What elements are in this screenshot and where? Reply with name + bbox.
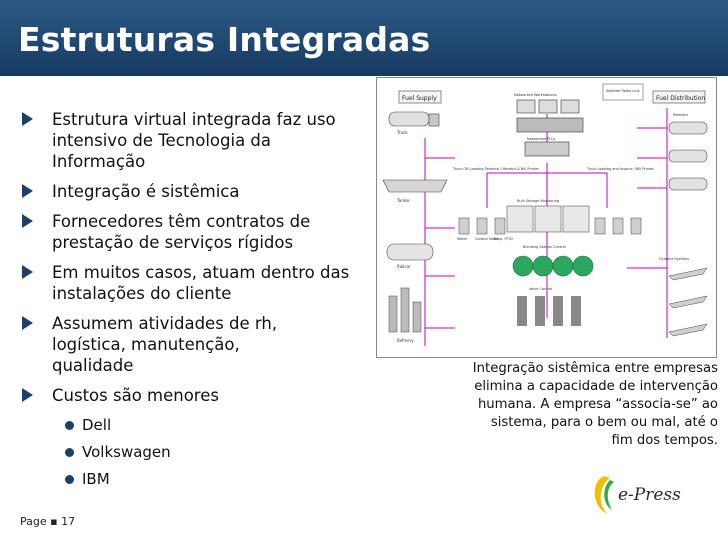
fuel-supply-box: [398, 90, 442, 104]
truck-label: Truck: [396, 130, 408, 135]
bullet-triangle-icon: [22, 388, 33, 402]
bullet-dot-icon: [65, 421, 74, 430]
bullet-item: Custos são menores: [18, 385, 360, 406]
legend-box: [602, 83, 644, 101]
link-lines: [424, 108, 668, 346]
fuel-distribution-label: Fuel Distribution: [656, 95, 705, 102]
bullet-triangle-icon: [22, 316, 33, 330]
bullet-item: Integração é sistêmica: [18, 181, 360, 202]
legend-label: Satellite Radio Link: [606, 89, 641, 93]
workstations: [516, 99, 584, 133]
plc-rack: [524, 141, 570, 157]
refinery-label: Refinery: [397, 338, 414, 343]
bullet-dot-icon: [65, 448, 74, 457]
title-bar: [0, 0, 728, 76]
sub-bullet-item: Dell: [18, 415, 360, 435]
fuel-supply-label: Fuel Supply: [402, 95, 437, 102]
control-valve-label: Control Valve: [475, 237, 498, 241]
diagram-svg: Fuel Supply Fuel Distribution Satellite …: [382, 83, 708, 346]
bullet-item: Estrutura virtual integrada faz uso inte…: [18, 109, 360, 172]
loading-left-label: Truck Off-Loading Terminal / Receipt & B…: [452, 167, 540, 171]
hydrant-label: Hydrant Systems: [659, 257, 689, 261]
valve-control-label: Valve Control: [529, 287, 552, 291]
bullet-triangle-icon: [22, 184, 33, 198]
integration-diagram: Fuel Supply Fuel Distribution Satellite …: [376, 77, 717, 358]
bullet-list: Estrutura virtual integrada faz uso inte…: [18, 109, 360, 496]
sub-bullet-item: Volkswagen: [18, 442, 360, 462]
bullet-dot-icon: [65, 475, 74, 484]
bulk-storage-tanks: [506, 205, 590, 233]
aircraft: [668, 267, 708, 337]
logo-leaf-icon: [604, 480, 614, 510]
bullet-item: Em muitos casos, atuam dentro das instal…: [18, 262, 360, 304]
supply-vehicles: [382, 111, 448, 333]
loading-right-label: Truck Loading and Invoice / Bill Printer: [586, 167, 655, 171]
distribution-trucks: [668, 121, 708, 191]
bulk-storage-label: Bulk Storage Monitoring: [517, 199, 559, 203]
bullet-text: Custos são menores: [52, 386, 219, 405]
sub-bullet-text: IBM: [82, 470, 110, 488]
bullet-triangle-icon: [22, 214, 33, 228]
bullet-text: Estrutura virtual integrada faz uso inte…: [52, 110, 336, 171]
bullet-text: Integração é sistêmica: [52, 182, 240, 201]
logo-text: e-Press: [618, 485, 681, 505]
meter-label: Meter: [457, 237, 468, 241]
meters: [458, 217, 642, 235]
bullet-item: Assumem atividades de rh, logística, man…: [18, 313, 360, 376]
workstations-label: Networked Workstations: [514, 93, 557, 97]
bullet-text: Em muitos casos, atuam dentro das instal…: [52, 263, 350, 303]
temp-label: Temp. PT/D: [492, 237, 513, 241]
bullet-text: Fornecedores têm contratos de prestação …: [52, 212, 311, 252]
slide-title: Estruturas Integradas: [18, 20, 431, 59]
retailers-label: Retailers: [673, 113, 688, 117]
logo-swoosh-icon: [594, 476, 610, 514]
page-number: Page ▪ 17: [20, 515, 76, 528]
diagram-caption: Integração sistêmica entre empresas elim…: [472, 361, 718, 448]
blending-label: Blending Station Control: [523, 245, 566, 249]
sub-bullet-item: IBM: [18, 469, 360, 489]
fuel-distribution-box: [652, 90, 706, 104]
pumps: [512, 255, 594, 277]
sub-bullet-text: Volkswagen: [82, 443, 171, 461]
epress-logo: e-Press: [594, 476, 681, 514]
plc-label: Networked PLCs: [527, 137, 555, 141]
valves: [517, 296, 581, 326]
bullet-text: Assumem atividades de rh, logística, man…: [52, 314, 278, 375]
bullet-item: Fornecedores têm contratos de prestação …: [18, 211, 360, 253]
bullet-triangle-icon: [22, 265, 33, 279]
railcar-label: Railcar: [397, 264, 411, 269]
bullet-triangle-icon: [22, 112, 33, 126]
sub-bullet-text: Dell: [82, 416, 112, 434]
tanker-label: Tanker: [396, 198, 410, 203]
